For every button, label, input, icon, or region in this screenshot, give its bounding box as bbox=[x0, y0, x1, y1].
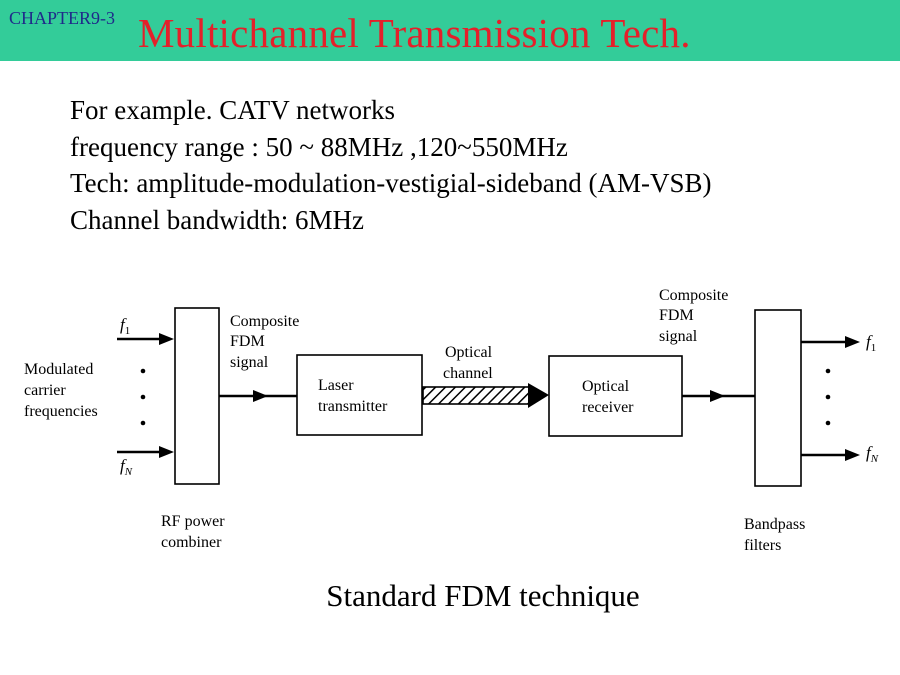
body-line: frequency range : 50 ~ 88MHz ,120~550MHz bbox=[70, 131, 568, 162]
input-arrow-fN bbox=[117, 446, 174, 458]
combiner-label-line: combiner bbox=[161, 534, 222, 551]
laser-transmitter-box bbox=[296, 354, 423, 436]
composite-right-line: FDM bbox=[659, 307, 694, 324]
optical-fiber-link bbox=[422, 383, 549, 408]
output-arrow-f1 bbox=[801, 336, 860, 348]
laser-label-line: transmitter bbox=[318, 398, 388, 415]
output-arrow-fN bbox=[801, 449, 860, 461]
composite-left-line: Composite bbox=[230, 313, 299, 330]
title-banner bbox=[0, 0, 900, 61]
receiver-label-line: Optical bbox=[582, 378, 630, 395]
rf-power-combiner-box bbox=[174, 307, 220, 485]
composite-left-line: FDM bbox=[230, 333, 265, 350]
chapter-tag: CHAPTER9-3 bbox=[9, 8, 116, 28]
input-f1-label: f1 bbox=[120, 315, 130, 337]
receiver-to-filters-arrow bbox=[682, 390, 755, 402]
composite-left-line: signal bbox=[230, 354, 269, 371]
input-label-line: Modulated bbox=[24, 361, 93, 378]
receiver-label-line: receiver bbox=[582, 399, 634, 416]
filters-label-line: Bandpass bbox=[744, 516, 805, 533]
optical-receiver-box bbox=[548, 355, 683, 437]
optical-channel-label-line: Optical bbox=[445, 344, 493, 361]
input-ellipsis bbox=[140, 368, 146, 426]
composite-right-line: Composite bbox=[659, 287, 728, 304]
body-text: For example. CATV networks frequency ran… bbox=[70, 92, 711, 238]
slide-title: Multichannel Transmission Tech. bbox=[138, 10, 691, 56]
input-label-line: frequencies bbox=[24, 403, 98, 420]
composite-right-line: signal bbox=[659, 328, 698, 345]
combiner-to-laser-arrow bbox=[219, 390, 283, 402]
optical-channel-label-line: channel bbox=[443, 365, 493, 382]
body-line: Tech: amplitude-modulation-vestigial-sid… bbox=[70, 168, 712, 198]
filters-label-line: filters bbox=[744, 537, 781, 554]
output-ellipsis bbox=[825, 368, 831, 426]
bandpass-filters-box bbox=[754, 309, 802, 487]
output-fN-label: fN bbox=[866, 443, 879, 465]
input-arrow-f1 bbox=[117, 333, 174, 345]
laser-label-line: Laser bbox=[318, 377, 354, 394]
combiner-label-line: RF power bbox=[161, 513, 225, 530]
body-line: For example. CATV networks bbox=[70, 95, 395, 125]
diagram-caption: Standard FDM technique bbox=[326, 578, 640, 613]
input-fN-label: fN bbox=[120, 456, 133, 478]
input-label-line: carrier bbox=[24, 382, 66, 399]
body-line: Channel bandwidth: 6MHz bbox=[70, 204, 364, 235]
output-f1-label: f1 bbox=[866, 332, 876, 354]
